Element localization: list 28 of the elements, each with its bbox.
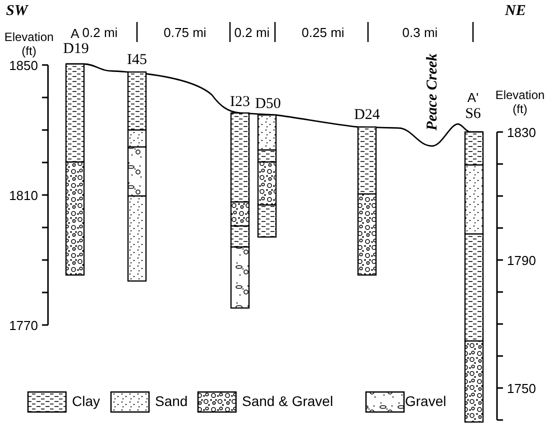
distance-label: 0.2 mi xyxy=(234,25,270,40)
well-label: I23 xyxy=(230,95,250,110)
legend-label: Sand xyxy=(155,394,188,409)
legend-label: Clay xyxy=(72,394,100,409)
legend-label: Sand & Gravel xyxy=(242,394,334,409)
axis-title: Elevation (ft) xyxy=(3,30,55,58)
well-label: D19 xyxy=(63,42,89,57)
tick-label: 1830 xyxy=(507,125,536,140)
well-label: D24 xyxy=(354,108,380,123)
axis-title: Elevation (ft) xyxy=(494,88,546,116)
tick-label: 1790 xyxy=(507,253,536,268)
tick-label: 1770 xyxy=(9,318,38,333)
legend-label: Gravel xyxy=(405,394,446,409)
distance-label: 0.2 mi xyxy=(82,25,118,40)
section-end-label: A xyxy=(70,26,80,41)
section-end-label: A' xyxy=(467,90,479,105)
tick-label: 1810 xyxy=(9,188,38,203)
stream-label: Peace Creek xyxy=(426,53,440,131)
well-label: I45 xyxy=(127,53,147,68)
direction-label: SW xyxy=(6,4,28,19)
tick-label: 1750 xyxy=(507,381,536,396)
distance-label: 0.25 mi xyxy=(302,25,344,40)
tick-label: 1850 xyxy=(9,58,38,73)
distance-label: 0.3 mi xyxy=(402,25,438,40)
distance-label: 0.75 mi xyxy=(164,25,206,40)
well-label: D50 xyxy=(255,97,281,112)
well-label: S6 xyxy=(465,107,481,122)
direction-label: NE xyxy=(505,4,526,19)
